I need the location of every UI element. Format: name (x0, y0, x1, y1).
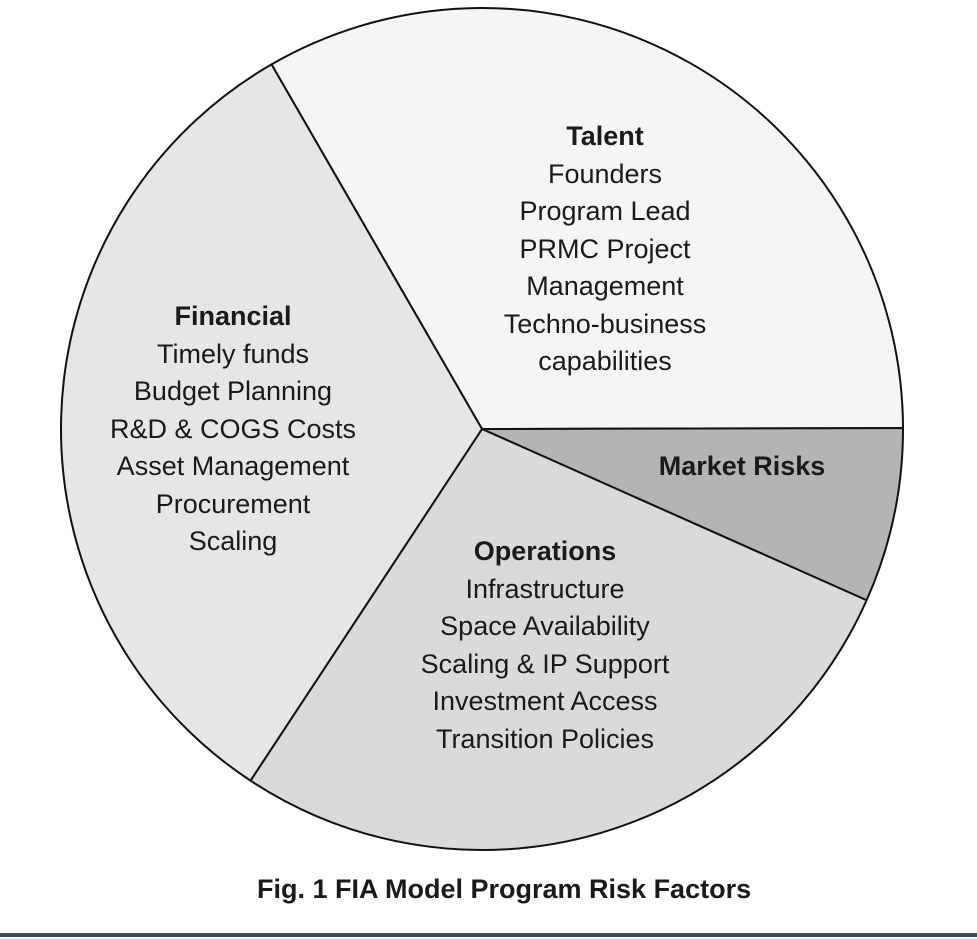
financial-label: Financial Timely funds Budget Planning R… (110, 298, 356, 561)
talent-label: Talent Founders Program Lead PRMC Projec… (504, 118, 707, 381)
financial-item: R&D & COGS Costs (109, 413, 357, 444)
financial-slice (60, 63, 483, 782)
operations-item: Investment Access (432, 686, 658, 716)
financial-item: Procurement (155, 488, 311, 519)
operations-title: Operations (473, 536, 617, 566)
market-slice (481, 427, 904, 602)
operations-slice (249, 428, 868, 851)
talent-item: Founders (547, 158, 663, 189)
talent-title: Talent (566, 121, 644, 151)
operations-item: Scaling & IP Support (420, 648, 670, 679)
bottom-rule (0, 933, 977, 937)
financial-item: Budget Planning (133, 376, 333, 406)
operations-item: Infrastructure (465, 573, 625, 604)
operations-item: Transition Policies (435, 723, 655, 754)
financial-title: Financial (174, 301, 292, 331)
figure-caption: Fig. 1 FIA Model Program Risk Factors (257, 874, 752, 904)
talent-item: Techno-business (503, 308, 707, 339)
talent-item: capabilities (538, 346, 672, 376)
market-risks-title: Market Risks (658, 451, 826, 481)
financial-item: Scaling (188, 526, 278, 556)
financial-item: Asset Management (116, 451, 350, 481)
talent-slice (270, 7, 904, 430)
operations-item: Space Availability (440, 611, 650, 641)
operations-label: Operations Infrastructure Space Availabi… (421, 533, 670, 758)
talent-item: Management (526, 271, 684, 301)
market-risks-label: Market Risks (659, 448, 826, 486)
financial-item: Timely funds (156, 338, 310, 369)
talent-item: Program Lead (519, 196, 691, 226)
talent-item: PRMC Project (519, 233, 691, 264)
